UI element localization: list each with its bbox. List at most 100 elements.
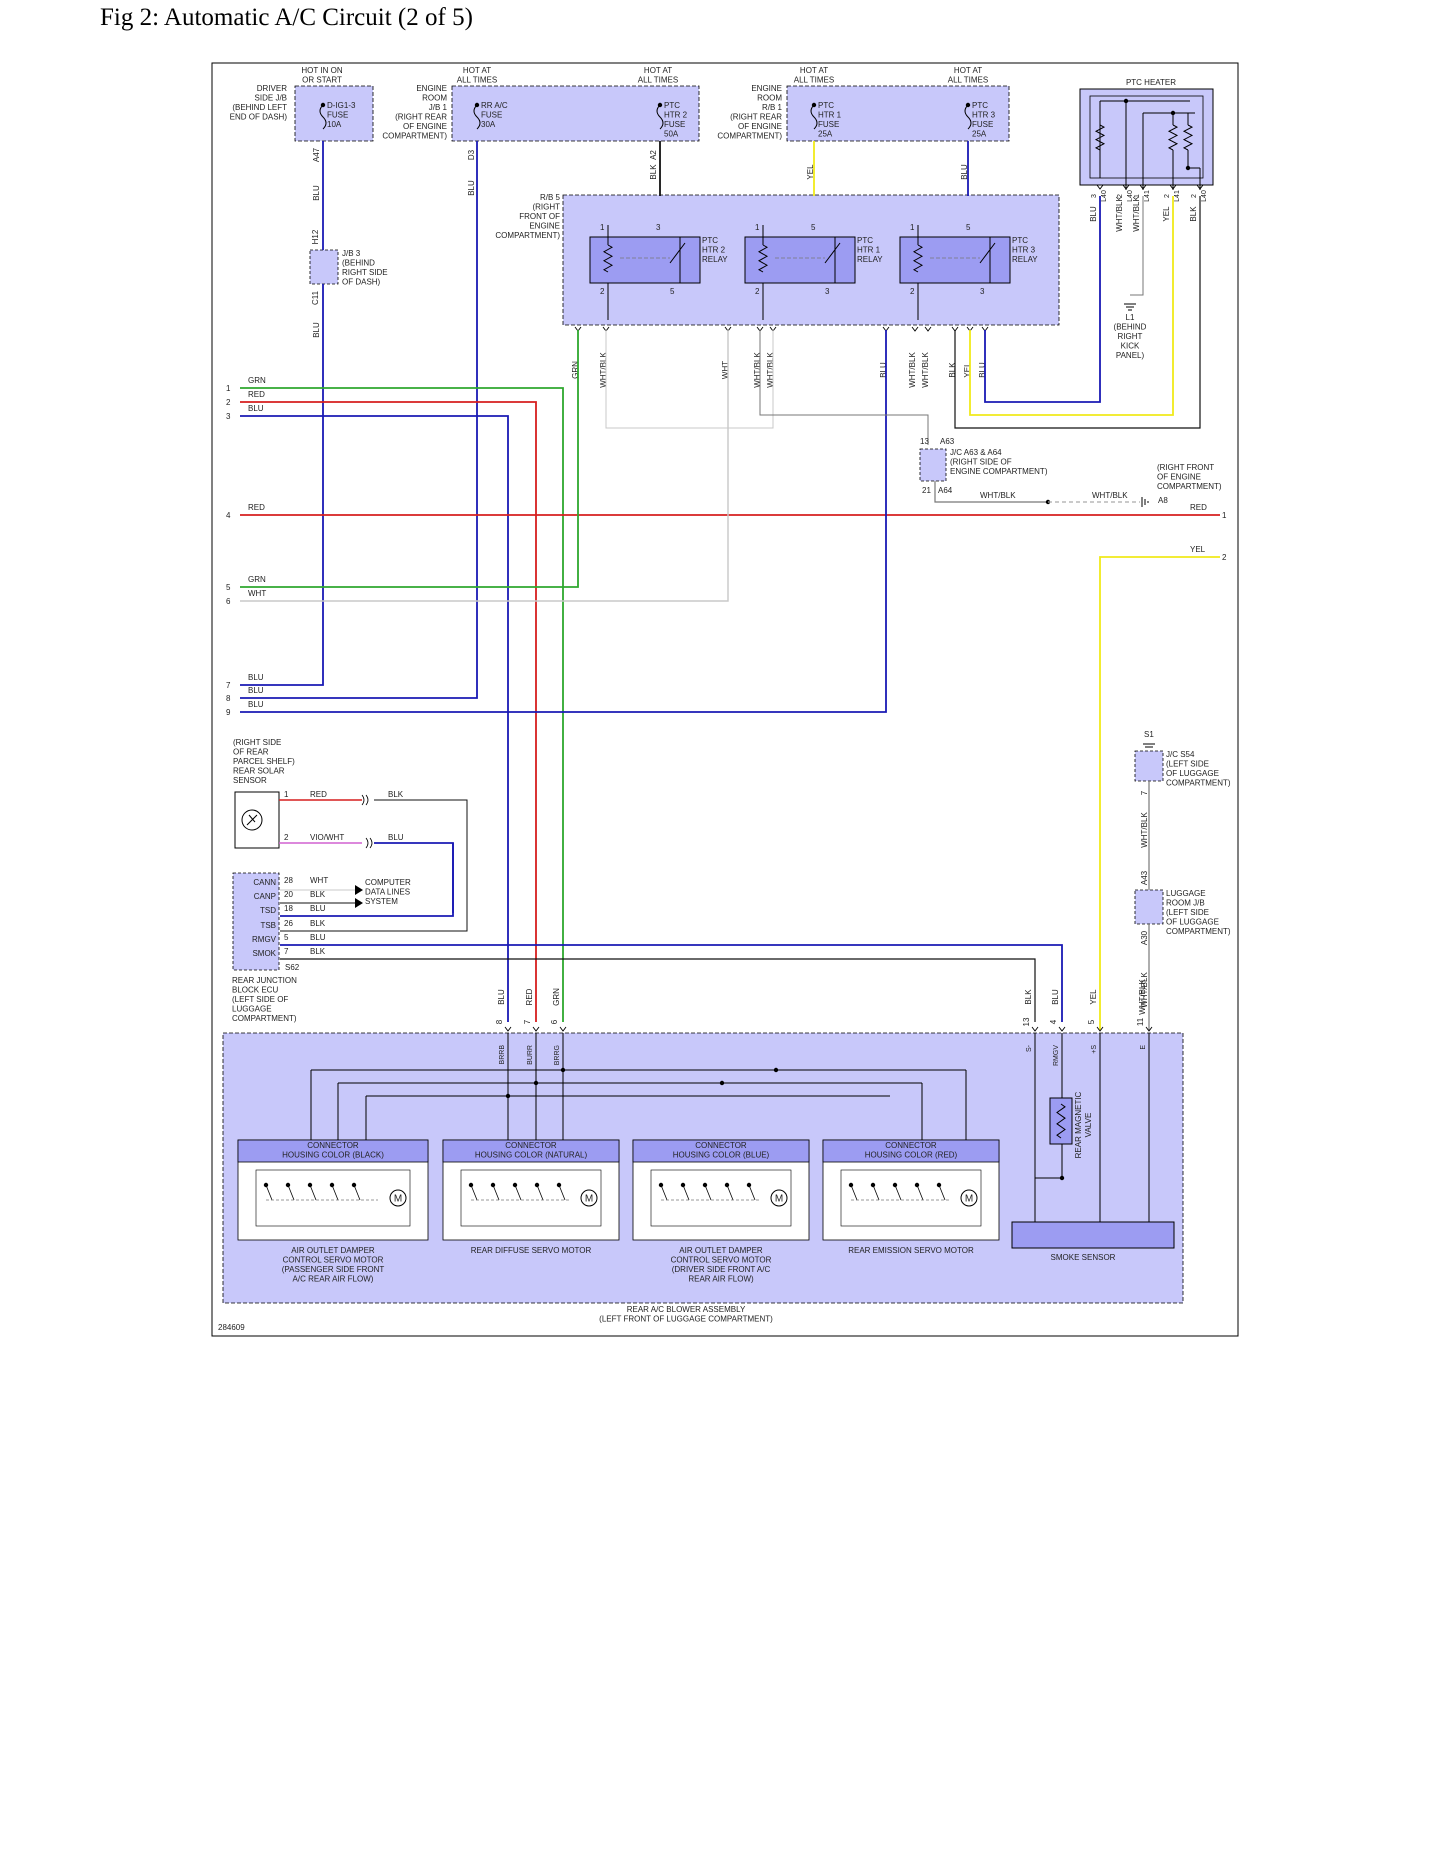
driver-jb-location-label: DRIVER [257,84,287,93]
hot-condition-label: HOT AT [644,66,672,75]
terminal-label: TSB [260,921,276,930]
hot-condition-label: OR START [302,76,342,85]
pin-label: 13 [920,437,929,446]
switch-icon [850,1184,858,1201]
ground-location-label: (BEHIND [1114,323,1147,332]
wire-color-label: BLK [649,164,658,180]
splice-dot [773,1067,779,1073]
splice-dot [1185,165,1191,171]
engine-room-jb1-location-label: (RIGHT REAR [395,113,447,122]
wire-color-label: BLU [978,362,987,378]
ptc-heater-label: PTC HEATER [1126,78,1176,87]
connector-housing-label: CONNECTOR [695,1141,747,1150]
line-number-label: 4 [226,511,231,520]
rb5-location-label: (RIGHT [532,203,560,212]
fuse-label: PTC [972,101,988,110]
switch-icon [748,1184,756,1201]
connector-id-label: L41 [1144,190,1151,202]
switch-icon [536,1184,544,1201]
pin-label: 1 [284,790,289,799]
connector-arrow-icon [559,1026,567,1032]
wire-color-label: BLK [310,919,326,928]
pin-label: 2 [755,287,760,296]
engine-room-jb1-location-label: J/B 1 [429,103,448,112]
switch-icon [916,1184,924,1201]
terminal-label: TSD [260,906,276,915]
jc-s54-location-label: (LEFT SIDE [1166,760,1209,769]
terminal-label: BRRG [554,1045,561,1065]
blower-assembly-label: REAR A/C BLOWER ASSEMBLY [627,1305,746,1314]
ground-icon [1124,303,1136,311]
switch-icon [309,1184,317,1201]
pin-label: 26 [284,919,293,928]
fuse-label: 30A [481,120,496,129]
page-title: Fig 2: Automatic A/C Circuit (2 of 5) [100,4,473,31]
connector-arrow-icon [532,1026,540,1032]
ground-location-label: L1 [1126,313,1135,322]
rb5-location-label: R/B 5 [540,193,561,202]
fuse-box-driver-jb [294,85,374,142]
jc-a63-location-label: ENGINE COMPARTMENT) [950,467,1048,476]
terminal-label: E [1140,1045,1147,1050]
line-number-label: 2 [1222,553,1227,562]
pin-label: 4 [1049,1019,1058,1024]
pin-label: C11 [311,290,320,305]
pin-label: 1 [755,223,760,232]
switch-icon [872,1184,880,1201]
computer-data-lines-label: COMPUTER [365,878,411,887]
jc-s54-location-label: OF LUGGAGE [1166,769,1219,778]
relay-name-label: RELAY [702,255,728,264]
engine-room-rb1-location-label: COMPARTMENT) [717,132,782,141]
pin-label: A47 [312,147,321,162]
pin-label: 2 [1117,194,1124,198]
engine-room-rb1-location-label: (RIGHT REAR [730,113,782,122]
connector-housing-label: CONNECTOR [307,1141,359,1150]
line-number-label: 8 [226,694,231,703]
hot-condition-label: ALL TIMES [457,76,497,85]
wire-color-label: YEL [806,164,815,180]
engine-room-rb1-location-label: ROOM [757,94,782,103]
ground-location-label: PANEL) [1116,351,1145,360]
servo-motor-label: REAR EMISSION SERVO MOTOR [848,1246,974,1255]
connector-housing-label: CONNECTOR [885,1141,937,1150]
pin-label: 2 [600,287,605,296]
wire-color-label: WHT/BLK [1132,196,1141,232]
connector-housing-label: HOUSING COLOR (BLACK) [282,1151,384,1160]
servo-motor-label: AIR OUTLET DAMPER [291,1246,375,1255]
wire-blu-line7 [240,284,324,686]
solar-sensor-location-label: SENSOR [233,776,267,785]
inline-connector-icon [361,794,373,849]
wire-color-label: WHT/BLK [1140,812,1149,848]
rear-ecu-location-label: LUGGAGE [232,1005,272,1014]
relay-coil-icon [757,244,769,273]
wire-color-label: WHT/BLK [766,352,775,388]
hot-condition-label: ALL TIMES [948,76,988,85]
pin-label: 18 [284,904,293,913]
wire-color-label: WHT/BLK [1138,979,1147,1015]
relay-coil-icon [912,244,924,273]
servo-motor-icon [580,1189,598,1207]
engine-room-jb1-location-label: ROOM [422,94,447,103]
relay-name-label: RELAY [857,255,883,264]
wire-color-label: BLU [467,180,476,196]
pin-label: 11 [1136,1017,1145,1026]
switch-icon [470,1184,478,1201]
connector-header-4 [822,1139,1000,1163]
jb3-location-label: J/B 3 [342,249,361,258]
hot-condition-label: HOT AT [463,66,491,75]
smoke-sensor-label: SMOKE SENSOR [1051,1253,1116,1262]
wire-color-label: WHT/BLK [753,352,762,388]
fuse-terminal-dot [811,102,817,108]
solar-sensor-location-label: (RIGHT SIDE [233,738,281,747]
engine-room-jb1-location-label: OF ENGINE [403,122,447,131]
switch-icon [682,1184,690,1201]
line-number-label: 2 [226,398,231,407]
wire-color-label: GRN [248,575,266,584]
pin-label: H12 [311,229,320,244]
servo-motor-label: AIR OUTLET DAMPER [679,1246,763,1255]
resistor-icon [1094,124,1106,151]
rb5-location-label: ENGINE [529,222,560,231]
wire-color-label: GRN [248,376,266,385]
connector-arrow-icon [1145,1026,1153,1032]
connector-housing-label: HOUSING COLOR (RED) [865,1151,958,1160]
